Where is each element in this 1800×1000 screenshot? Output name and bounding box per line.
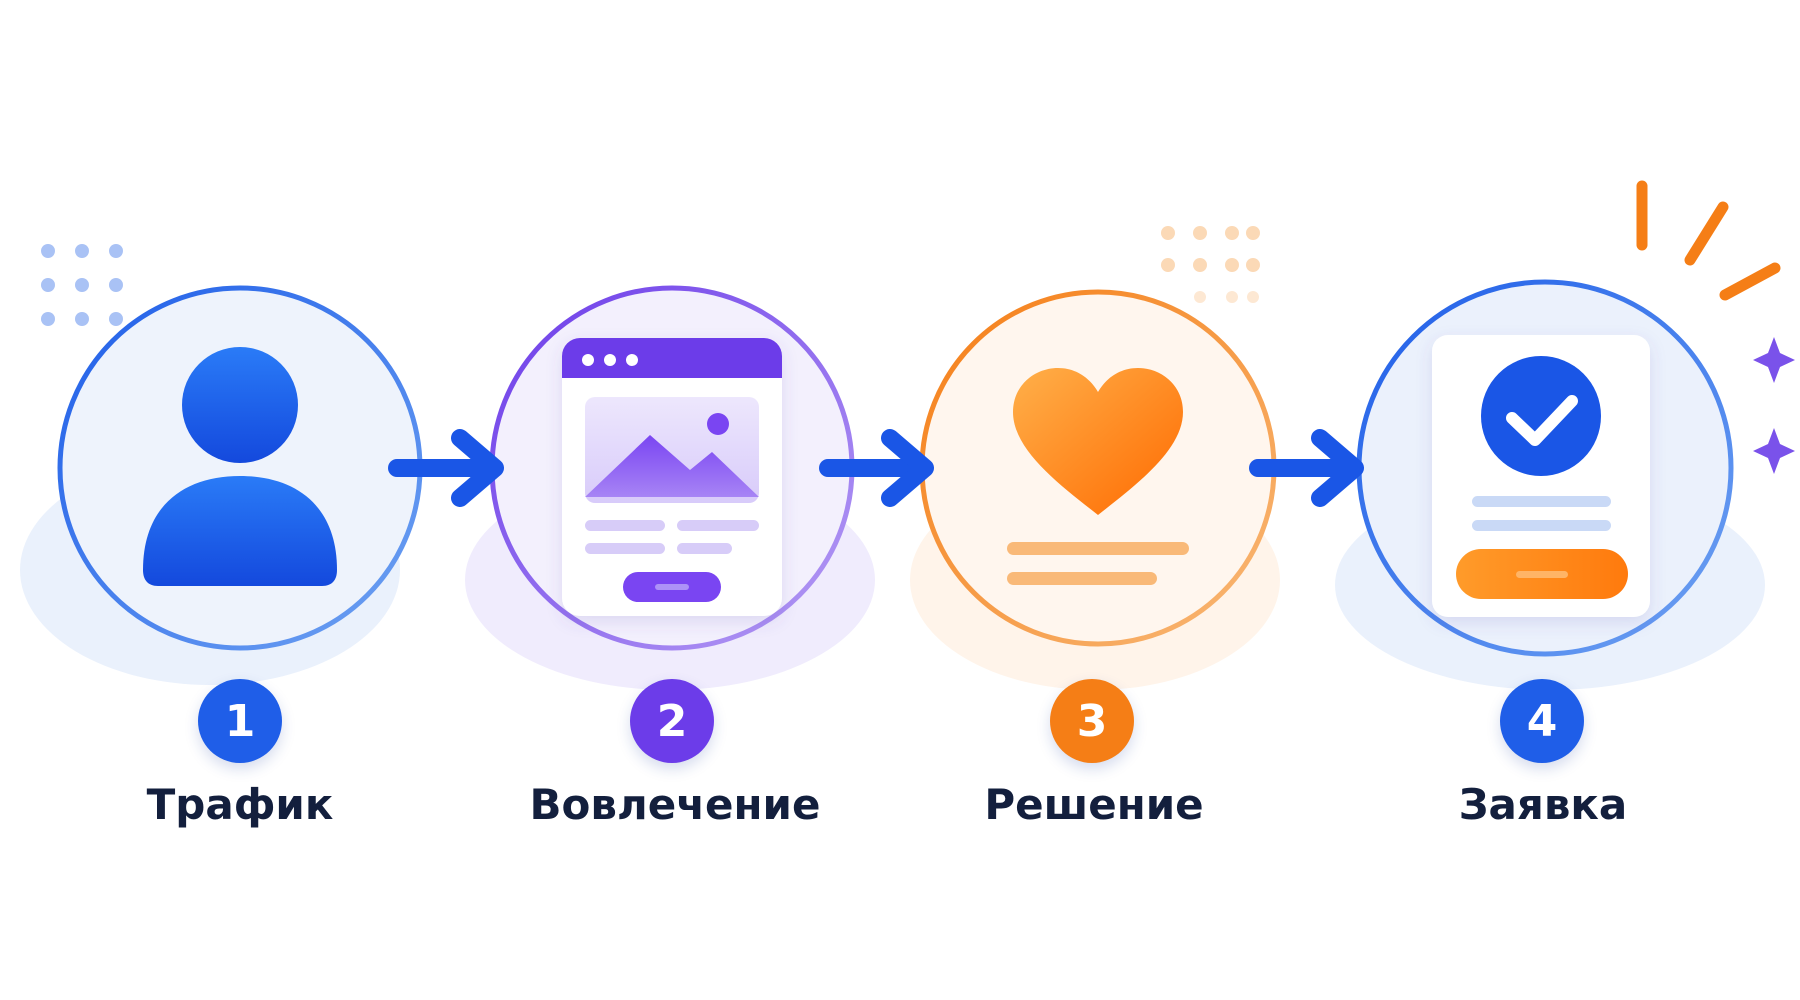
step-number-4: 4 (1500, 679, 1584, 763)
approved-form-icon (1432, 335, 1650, 617)
arrow-right-icon (388, 429, 504, 507)
burst-lines-icon (1636, 180, 1781, 301)
sparkle-icon (1753, 337, 1795, 383)
step-number-1: 1 (198, 679, 282, 763)
heart-icon (1007, 368, 1189, 585)
step-number-3: 3 (1050, 679, 1134, 763)
step-label-2: Вовлечение (529, 780, 821, 829)
step-label-3: Решение (984, 780, 1204, 829)
user-icon (143, 347, 337, 586)
step-number-2: 2 (630, 679, 714, 763)
landing-page-icon (562, 338, 782, 616)
step-label-4: Заявка (1458, 780, 1628, 829)
arrow-right-icon (1249, 429, 1364, 507)
step-label-1: Трафик (146, 780, 334, 829)
sparkle-icon (1753, 428, 1795, 474)
dot-grid-left-icon (41, 244, 123, 326)
step-circle-1 (57, 285, 423, 651)
arrow-right-icon (819, 429, 934, 507)
dot-grid-right-icon (1161, 226, 1260, 303)
